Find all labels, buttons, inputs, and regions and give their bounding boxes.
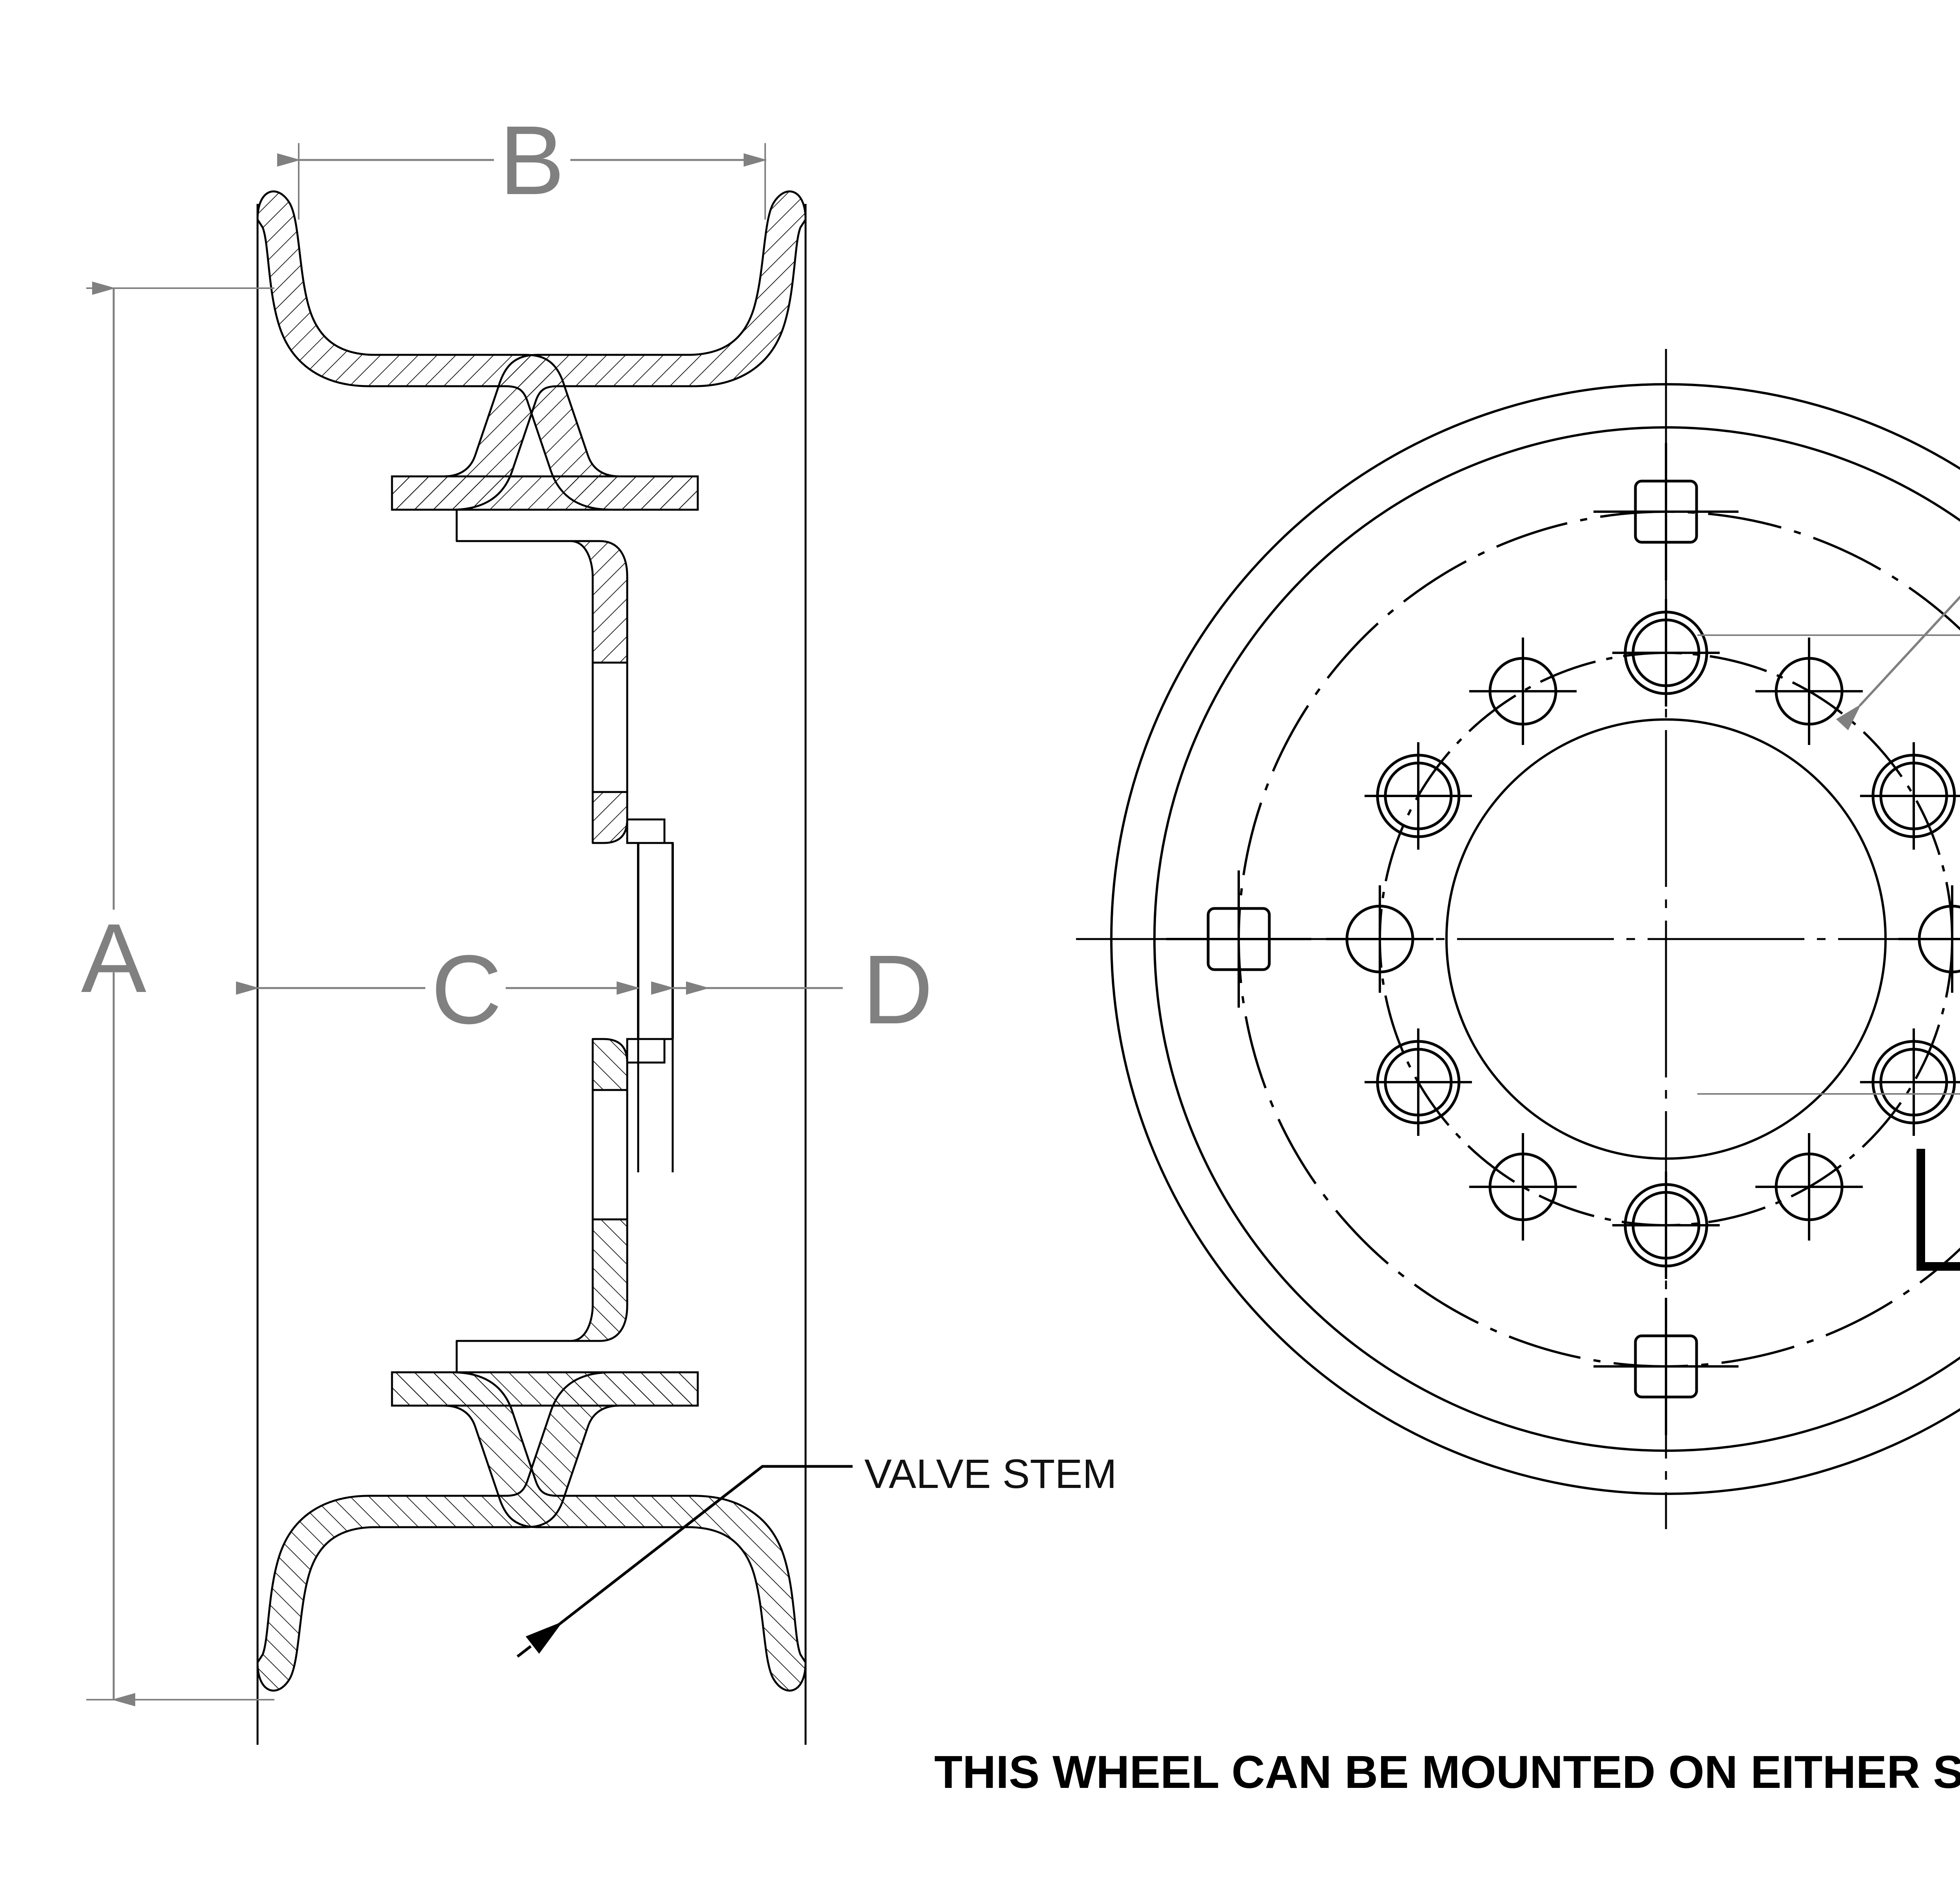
dimension-B: B (277, 105, 767, 220)
drawing-note: THIS WHEEL CAN BE MOUNTED ON EITHER SIDE (934, 1746, 1960, 1798)
dimension-label-C: C (431, 935, 502, 1044)
bolt-hole (1326, 885, 1434, 993)
disc-shoulder-bottom-rib (626, 1038, 666, 1064)
dimension-E: E (1836, 595, 1960, 730)
bolt-hole (1365, 1028, 1472, 1136)
dimension-C: C (236, 863, 640, 1172)
rim-well-floor-section-mirror (391, 1371, 699, 1407)
face-view: E F (1076, 349, 1960, 1529)
bolt-hole (1469, 638, 1577, 745)
dimension-F: F (1697, 634, 1960, 1095)
bolt-hole (1860, 742, 1960, 850)
valve-stem-callout: VALVE STEM (516, 1451, 1117, 1658)
disc-shoulder-top (592, 791, 628, 844)
hand-hole (1593, 1298, 1739, 1435)
dimension-D: D (651, 863, 933, 1172)
detail-arrow-path (1916, 1149, 1960, 1271)
disc-shoulder-bottom (592, 1038, 628, 1091)
bolt-hole (1469, 1133, 1577, 1241)
bolt-hole (1898, 885, 1960, 993)
rim-right-flange-section-mirror (391, 1371, 807, 1692)
bolt-hole-group (1326, 599, 1960, 1279)
bolt-hole (1860, 1028, 1960, 1136)
valve-stem-label: VALVE STEM (864, 1451, 1117, 1497)
valve-stem-leader (525, 1465, 853, 1654)
rim-profile-bottom (256, 1038, 807, 1692)
bolt-hole (1365, 742, 1472, 850)
rim-right-flange-section (391, 190, 807, 511)
hand-hole (1593, 443, 1739, 580)
rim-profile-top (256, 190, 807, 844)
bolt-hole (1755, 1133, 1863, 1241)
hand-hole-group (1166, 443, 1739, 1435)
hand-hole (1166, 870, 1311, 1008)
dimension-label-D: D (862, 935, 933, 1044)
dimension-A: A (81, 282, 274, 1706)
dimension-E-leader (1836, 595, 1960, 730)
dimension-label-B: B (499, 105, 565, 215)
bolt-hole (1755, 638, 1863, 745)
section-view: A B C D (81, 105, 1117, 1745)
rim-well-floor-section (391, 475, 699, 511)
bolt-hole (1612, 1172, 1720, 1279)
bolt-hole (1612, 599, 1720, 707)
detail-section-arrow (1916, 1149, 1960, 1271)
dimension-label-A: A (81, 903, 147, 1013)
